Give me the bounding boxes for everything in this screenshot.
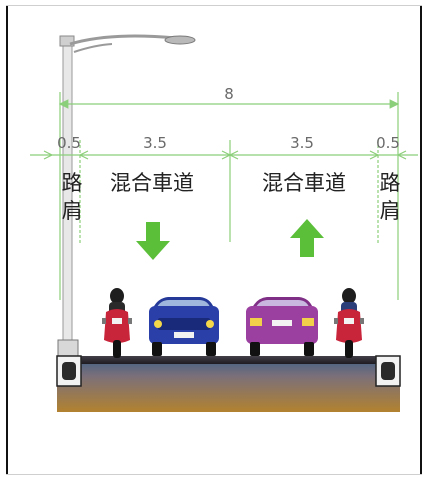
label-shoulder-right-bottom: 肩 — [380, 199, 401, 223]
road-surface — [57, 356, 400, 364]
scooter-right-icon — [334, 288, 364, 358]
dim-shoulder-right: 0.5 — [376, 134, 400, 152]
road-base-soil — [57, 356, 400, 412]
left-drain — [56, 355, 82, 387]
label-lane-right: 混合車道 — [262, 171, 346, 195]
dim-lane-right: 3.5 — [290, 134, 314, 152]
car-right-icon — [246, 297, 318, 356]
frame-left-edge — [6, 6, 8, 474]
dimension-lines — [30, 92, 418, 300]
label-shoulder-left-bottom: 肩 — [62, 199, 83, 223]
diagram-frame — [6, 5, 422, 475]
up-arrow-icon — [290, 219, 324, 257]
label-lane-left: 混合車道 — [110, 171, 194, 195]
dim-shoulder-left: 0.5 — [57, 134, 81, 152]
frame-right-edge — [420, 6, 422, 474]
car-left-icon — [149, 297, 219, 356]
right-drain — [375, 355, 401, 387]
dim-lane-left: 3.5 — [143, 134, 167, 152]
label-shoulder-left-top: 路 — [62, 171, 83, 195]
street-light — [57, 34, 196, 361]
scooter-left-icon — [102, 288, 132, 358]
label-shoulder-right-top: 路 — [380, 171, 401, 195]
dim-total: 8 — [224, 85, 234, 103]
down-arrow-icon — [136, 222, 170, 260]
